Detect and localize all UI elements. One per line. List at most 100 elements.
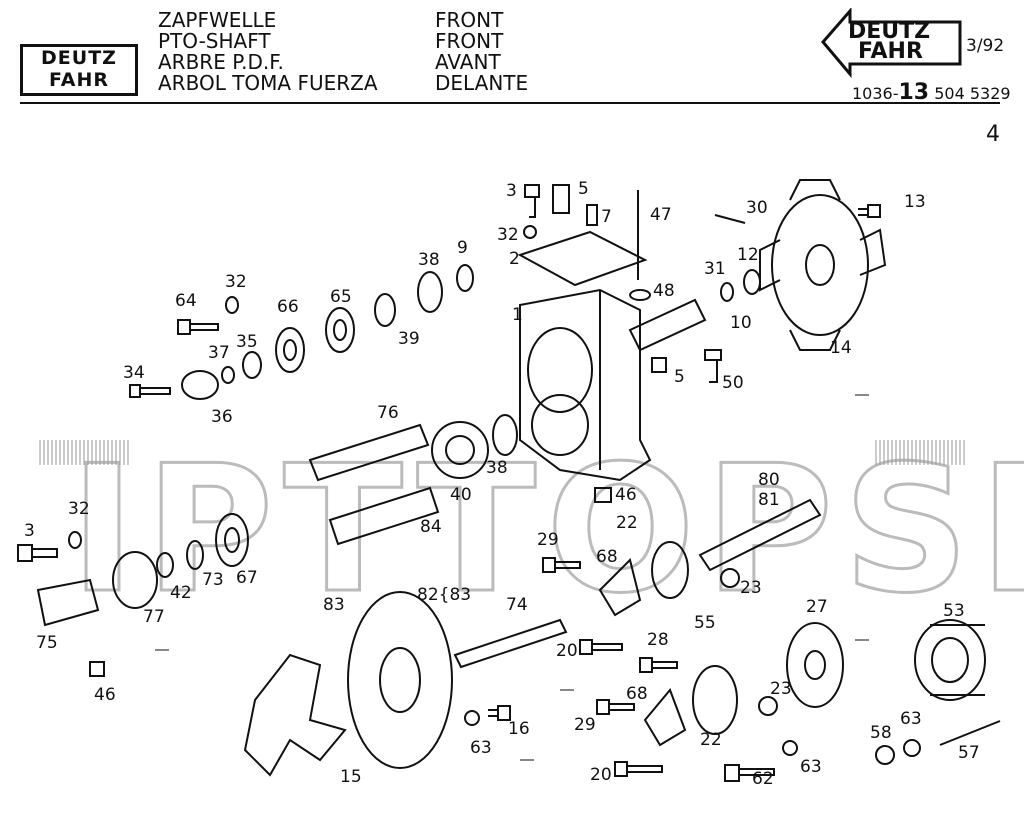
part-label-64-15: 64 xyxy=(175,291,197,311)
part-label-27-51: 27 xyxy=(806,597,828,617)
part-label-66-16: 66 xyxy=(277,297,299,317)
pin-30 xyxy=(714,214,746,224)
part-label-32-33: 32 xyxy=(68,499,90,519)
yoke-68-upper xyxy=(598,558,642,617)
part-label-3-0: 3 xyxy=(506,181,517,201)
bolt-3-left xyxy=(17,544,58,562)
seal-77 xyxy=(112,551,158,609)
spring-57 xyxy=(939,720,1001,746)
part-label-68-38: 68 xyxy=(596,547,618,567)
part-label-29-37: 29 xyxy=(537,530,559,550)
clutch-disc-15 xyxy=(243,653,347,777)
shaft-76 xyxy=(308,423,430,482)
bearing-38-upper xyxy=(417,271,443,313)
washer-32-top xyxy=(523,225,537,239)
part-label-7-2: 7 xyxy=(601,207,612,227)
part-label-42-40: 42 xyxy=(170,583,192,603)
part-label-38-9: 38 xyxy=(418,250,440,270)
bolt-20-lower xyxy=(614,761,663,777)
part-label-38-28: 38 xyxy=(486,458,508,478)
part-label-8283-46: 82{83 xyxy=(417,585,471,605)
part-label-12-10: 12 xyxy=(737,245,759,265)
bolt-62 xyxy=(724,764,775,782)
part-label-58-61: 58 xyxy=(870,723,892,743)
cover-36 xyxy=(181,370,219,400)
ring-73 xyxy=(186,540,204,570)
part-label-22-35: 22 xyxy=(616,513,638,533)
part-label-22-60: 22 xyxy=(700,730,722,750)
shaft-84 xyxy=(328,486,440,546)
bolt-29-lower xyxy=(596,699,635,715)
part-label-76-27: 76 xyxy=(377,403,399,423)
bolt-3-top xyxy=(524,184,540,218)
drive-flange xyxy=(771,194,869,336)
shaft-80 xyxy=(698,498,822,572)
part-label-80-31: 80 xyxy=(758,470,780,490)
shaft-74 xyxy=(453,618,568,669)
title-german: ZAPFWELLE xyxy=(158,8,277,32)
washer-63 xyxy=(903,739,921,757)
part-label-14-20: 14 xyxy=(830,338,852,358)
exploded-parts-diagram: IPTTOPSI xyxy=(17,179,1024,789)
part-label-48-12: 48 xyxy=(653,281,675,301)
nut-23-lower xyxy=(758,696,778,716)
part-label-31-11: 31 xyxy=(704,259,726,279)
part-label-53-52: 53 xyxy=(943,601,965,621)
part-label-75-44: 75 xyxy=(36,633,58,653)
position-spanish: DELANTE xyxy=(435,71,529,95)
part-label-55-50: 55 xyxy=(694,613,716,633)
part-label-57-63: 57 xyxy=(958,743,980,763)
washer-32-upper xyxy=(225,296,239,314)
brand-page-code: 3/92 xyxy=(966,36,1005,56)
coupling-22-lower xyxy=(692,665,738,735)
hub-27 xyxy=(786,622,844,708)
title-english: PTO-SHAFT xyxy=(158,29,271,53)
clutch-cover-82 xyxy=(347,591,453,769)
position-german: FRONT xyxy=(435,8,504,32)
pulley-53 xyxy=(914,619,986,701)
header-rule xyxy=(20,102,1000,104)
part-label-15-59: 15 xyxy=(340,767,362,787)
bearing-65 xyxy=(325,307,355,353)
part-label-34-23: 34 xyxy=(123,363,145,383)
part-label-23-55: 23 xyxy=(770,679,792,699)
part-number-labels: 3 5 7 47 30 13 32 2 9 38 12 31 48 10 32 … xyxy=(24,179,980,789)
valve-7 xyxy=(586,204,598,226)
part-label-20-64: 20 xyxy=(590,765,612,785)
bolt-50 xyxy=(704,349,722,383)
logo-line1: DEUTZ xyxy=(41,47,117,69)
plug-46-left xyxy=(89,661,105,677)
part-label-74-47: 74 xyxy=(506,595,528,615)
part-label-2-7: 2 xyxy=(509,249,520,269)
part-label-1-19: 1 xyxy=(512,305,523,325)
bolt-28 xyxy=(639,657,678,673)
part-label-20-48: 20 xyxy=(556,641,578,661)
bolt-13 xyxy=(858,204,881,218)
bearing-39 xyxy=(374,293,396,327)
bolt-20-upper xyxy=(579,639,623,655)
ring-9 xyxy=(456,264,474,292)
part-label-13-5: 13 xyxy=(904,192,926,212)
part-label-63-66: 63 xyxy=(800,757,822,777)
ring-10 xyxy=(720,282,734,302)
gear-40 xyxy=(431,421,489,479)
part-label-67-42: 67 xyxy=(236,568,258,588)
ring-42 xyxy=(156,552,174,578)
washer-32-left xyxy=(68,531,82,549)
ring-12 xyxy=(743,269,761,295)
part-label-47-3: 47 xyxy=(650,205,672,225)
part-drawings xyxy=(17,179,1001,782)
title-block-left: ZAPFWELLE PTO-SHAFT ARBRE P.D.F. ARBOL T… xyxy=(158,10,378,94)
position-english: FRONT xyxy=(435,29,504,53)
part-label-5-1: 5 xyxy=(578,179,589,199)
title-spanish: ARBOL TOMA FUERZA xyxy=(158,71,378,95)
brand-arrow-icon xyxy=(821,8,962,78)
part-label-39-18: 39 xyxy=(398,329,420,349)
plug-5-mid xyxy=(651,357,667,373)
part-label-16-57: 16 xyxy=(508,719,530,739)
part-label-46-53: 46 xyxy=(94,685,116,705)
title-block-right: FRONT FRONT AVANT DELANTE xyxy=(435,10,528,94)
plug-46-mid xyxy=(594,487,612,503)
plug-5-top xyxy=(552,184,570,214)
part-label-68-54: 68 xyxy=(626,684,648,704)
